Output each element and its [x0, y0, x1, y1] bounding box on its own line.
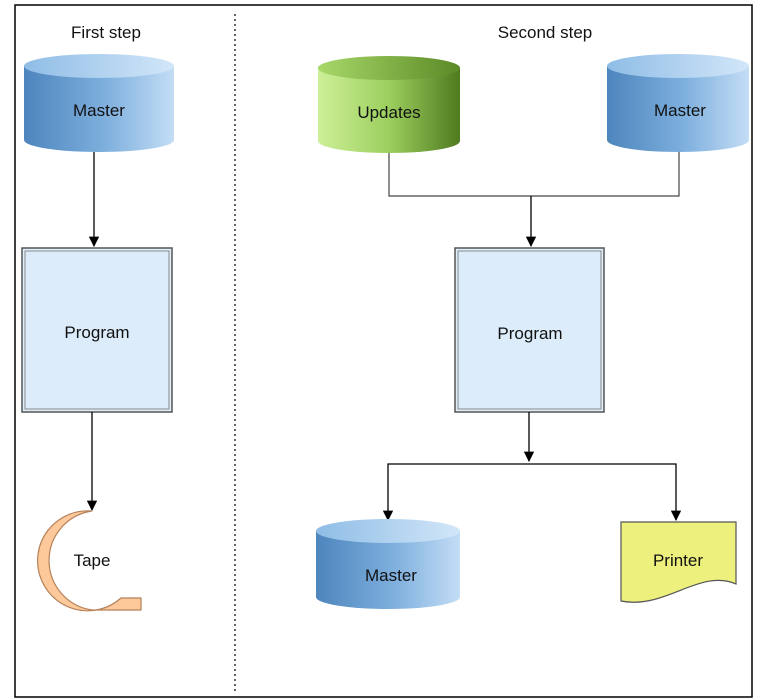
master-storage-step2-output: Master [316, 519, 460, 609]
cylinder-icon [24, 66, 174, 152]
program-process-step2: Program [454, 247, 605, 413]
printer-output: Printer [620, 521, 737, 603]
document-icon [620, 521, 737, 603]
edge-program-to-printer [529, 463, 682, 522]
printer-label: Printer [653, 551, 703, 570]
cylinder-icon [316, 531, 460, 609]
edge-updates-and-master-join [388, 152, 680, 197]
cylinder-icon [607, 66, 749, 152]
tape-icon [37, 510, 142, 612]
program-label: Program [64, 323, 129, 342]
master-storage-step1: Master [24, 54, 174, 152]
cylinder-top [607, 54, 749, 78]
master-storage-step2-input: Master [607, 54, 749, 152]
cylinder-top [318, 56, 460, 80]
tape-storage: Tape [37, 510, 142, 612]
program-process-step1: Program [21, 247, 173, 413]
step-title-first: First step [71, 23, 141, 42]
master-label: Master [654, 101, 706, 120]
cylinder-top [24, 54, 174, 78]
step-title-second: Second step [498, 23, 593, 42]
tape-label: Tape [74, 551, 111, 570]
program-label: Program [497, 324, 562, 343]
updates-label: Updates [357, 103, 420, 122]
updates-storage: Updates [318, 56, 460, 153]
cylinder-icon [318, 68, 460, 153]
master-label: Master [365, 566, 417, 585]
edge-program-to-master-output [382, 463, 529, 522]
master-label: Master [73, 101, 125, 120]
cylinder-top [316, 519, 460, 543]
